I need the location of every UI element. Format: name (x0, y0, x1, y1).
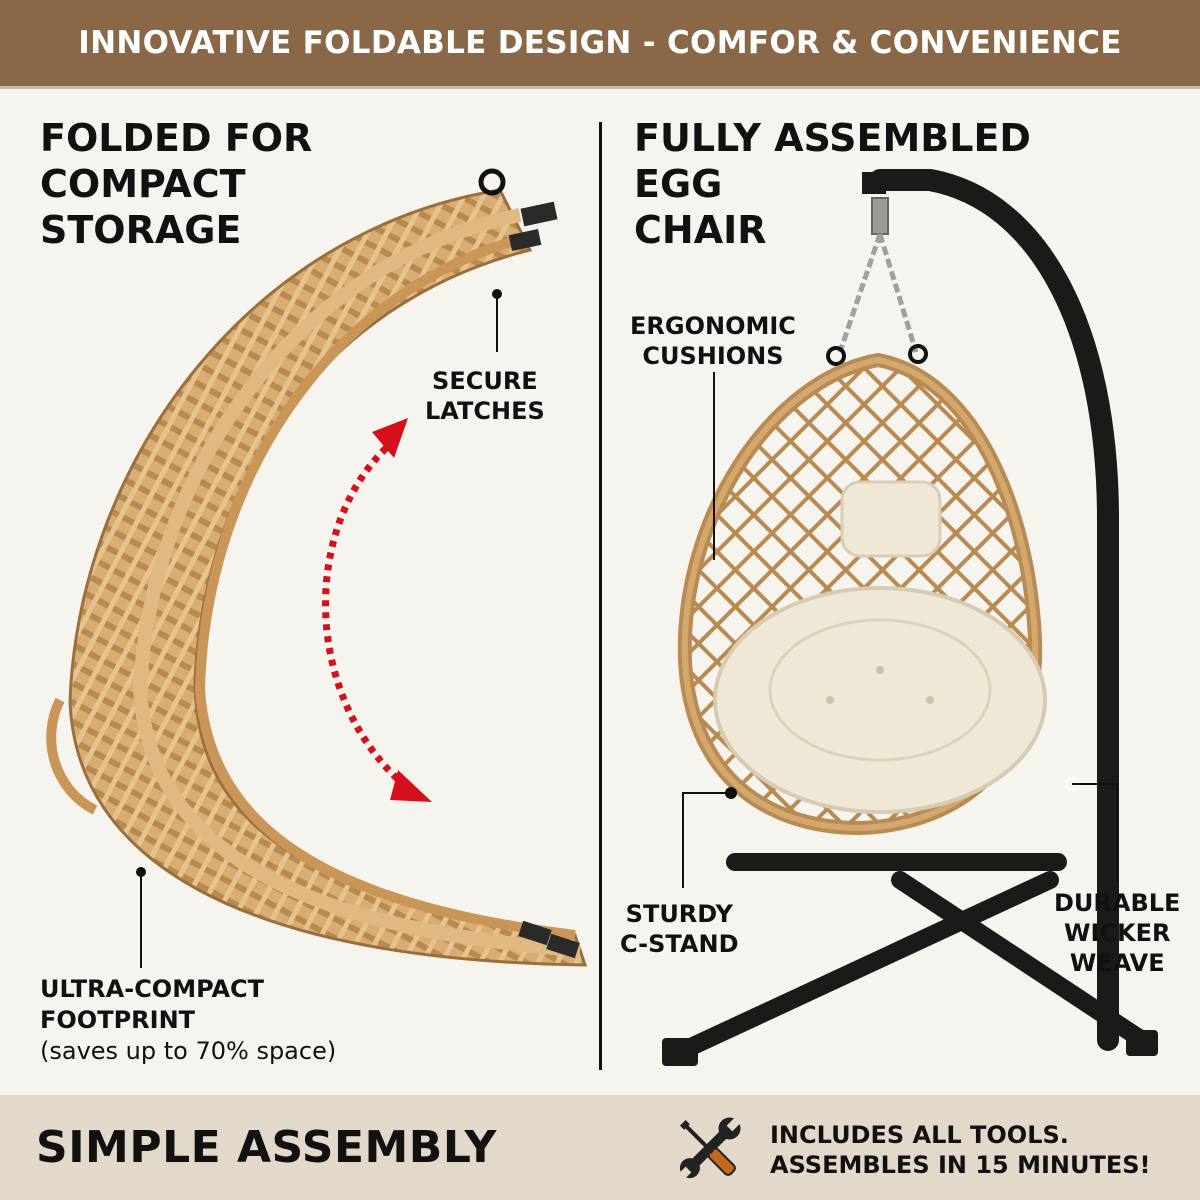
durable-wicker-weave-label: DURABLE WICKER WEAVE (1054, 888, 1180, 978)
fold-arrow-icon (322, 418, 432, 802)
assembled-heading-line-3: CHAIR (634, 208, 767, 252)
footer-note-line-2: ASSEMBLES IN 15 MINUTES! (770, 1151, 1151, 1179)
footprint-line-1: ULTRA-COMPACT (40, 975, 265, 1003)
seat-cushion (713, 586, 1047, 814)
latch-icon (546, 933, 580, 959)
top-banner: INNOVATIVE FOLDABLE DESIGN - COMFOR & CO… (0, 0, 1200, 86)
folded-heading: FOLDED FOR COMPACT STORAGE (40, 115, 312, 253)
secure-latches-label: SECURE LATCHES (425, 366, 545, 426)
footer-bar (0, 1095, 1200, 1200)
assembled-heading-line-2: EGG (634, 162, 723, 206)
weave-line-2: WICKER (1063, 919, 1171, 947)
sturdy-c-stand-label: STURDY C-STAND (620, 899, 739, 959)
stand-line-2: C-STAND (620, 930, 739, 958)
ergonomic-cushions-label: ERGONOMIC CUSHIONS (630, 311, 796, 371)
leader-lines-right (682, 372, 1118, 888)
c-stand (869, 169, 1119, 1051)
weave-line-1: DURABLE (1054, 889, 1181, 917)
banner-title: INNOVATIVE FOLDABLE DESIGN - COMFOR & CO… (78, 25, 1122, 61)
footer-note-line-1: INCLUDES ALL TOOLS. (770, 1121, 1069, 1149)
banner-underline (0, 86, 1200, 89)
footprint-line-2: FOOTPRINT (40, 1006, 196, 1034)
cushions-line-2: CUSHIONS (642, 342, 784, 370)
secure-latches-line-2: LATCHES (425, 397, 545, 425)
weave-line-3: WEAVE (1069, 949, 1165, 977)
secure-latches-line-1: SECURE (432, 367, 538, 395)
assembled-chair-image (662, 169, 1158, 1066)
folded-heading-line-3: STORAGE (40, 208, 242, 252)
latch-icon (520, 201, 558, 227)
latch-icon (508, 229, 542, 251)
hook-ring-icon (478, 168, 506, 196)
wrench-screwdriver-icon (677, 1117, 741, 1181)
leader-lines-left (136, 289, 502, 968)
footer-title: SIMPLE ASSEMBLY (36, 1122, 497, 1173)
pillow (840, 480, 942, 558)
latch-icon (518, 920, 552, 946)
folded-heading-line-1: FOLDED FOR (40, 116, 313, 160)
assembled-heading-line-1: FULLY ASSEMBLED (634, 116, 1031, 160)
footer-note: INCLUDES ALL TOOLS. ASSEMBLES IN 15 MINU… (770, 1120, 1150, 1180)
stand-line-1: STURDY (625, 900, 733, 928)
footprint-label: ULTRA-COMPACT FOOTPRINT (saves up to 70%… (40, 974, 336, 1067)
center-divider (599, 122, 602, 1070)
assembled-heading: FULLY ASSEMBLED EGG CHAIR (634, 115, 1031, 253)
cushions-line-1: ERGONOMIC (630, 312, 796, 340)
folded-heading-line-2: COMPACT (40, 162, 246, 206)
folded-chair-image (46, 168, 588, 967)
footprint-note: (saves up to 70% space) (40, 1037, 337, 1065)
